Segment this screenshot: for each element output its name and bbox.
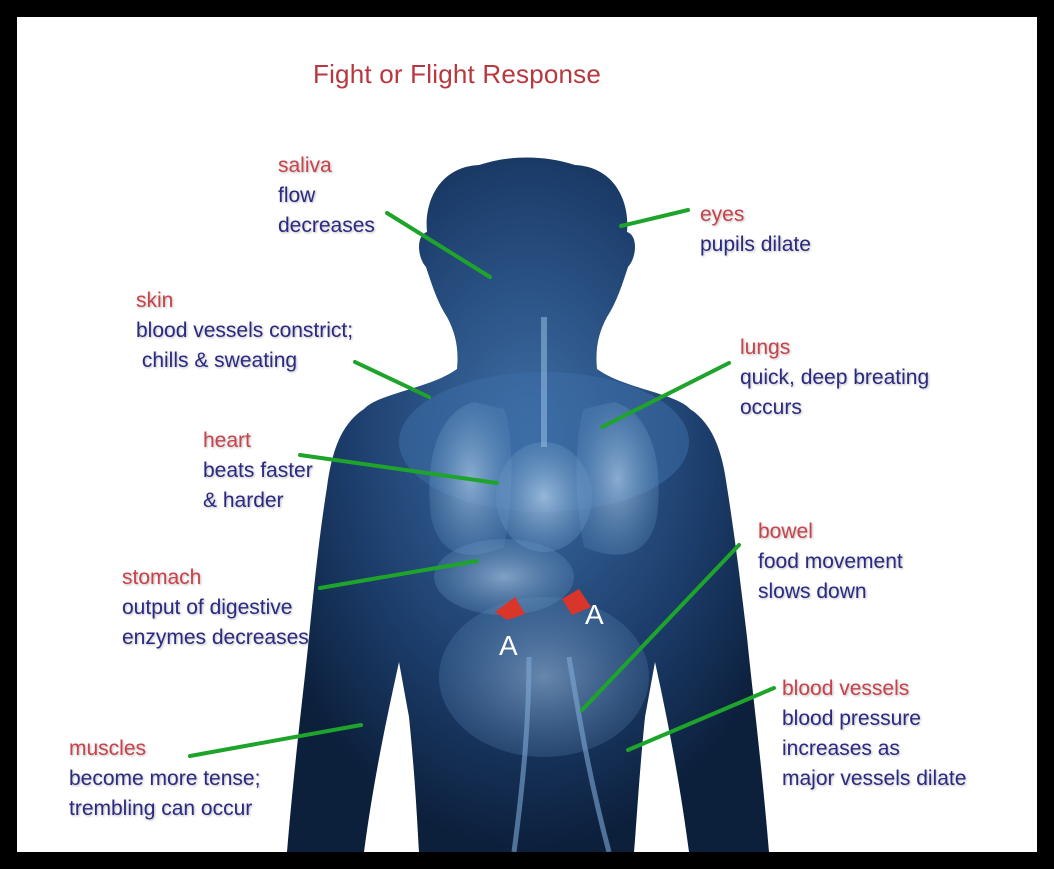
effect-line: trembling can occur bbox=[69, 794, 260, 824]
organ-name: stomach bbox=[122, 563, 309, 593]
organ-name: eyes bbox=[700, 200, 811, 230]
effect-line: output of digestive bbox=[122, 593, 309, 623]
effect-line: food movement bbox=[758, 547, 903, 577]
effect-line: slows down bbox=[758, 577, 903, 607]
label-stomach: stomach output of digestive enzymes decr… bbox=[122, 563, 309, 653]
effect-line: & harder bbox=[203, 486, 313, 516]
effect-line: blood vessels constrict; bbox=[136, 316, 353, 346]
organ-name: bowel bbox=[758, 517, 903, 547]
organ-name: muscles bbox=[69, 734, 260, 764]
organ-name: lungs bbox=[740, 333, 929, 363]
organ-name: heart bbox=[203, 426, 313, 456]
diagram-title: Fight or Flight Response bbox=[313, 59, 601, 90]
label-bowel: bowel food movement slows down bbox=[758, 517, 903, 607]
effect-line: beats faster bbox=[203, 456, 313, 486]
effect-line: decreases bbox=[278, 211, 375, 241]
leader-line-eyes bbox=[621, 210, 688, 226]
effect-line: become more tense; bbox=[69, 764, 260, 794]
organ-name: skin bbox=[136, 286, 353, 316]
label-blood-vessels: blood vessels blood pressure increases a… bbox=[782, 674, 966, 794]
gland-letter-left: A bbox=[499, 630, 518, 661]
label-eyes: eyes pupils dilate bbox=[700, 200, 811, 260]
diagram-panel: A A Fight or Flight Response saliva flow… bbox=[17, 17, 1037, 852]
label-heart: heart beats faster & harder bbox=[203, 426, 313, 516]
effect-line: enzymes decreases bbox=[122, 623, 309, 653]
gland-letter-right: A bbox=[585, 599, 604, 630]
effect-line: chills & sweating bbox=[136, 346, 353, 376]
label-saliva: saliva flow decreases bbox=[278, 151, 375, 241]
effect-line: increases as bbox=[782, 734, 966, 764]
effect-line: blood pressure bbox=[782, 704, 966, 734]
label-skin: skin blood vessels constrict; chills & s… bbox=[136, 286, 353, 376]
effect-line: quick, deep breating bbox=[740, 363, 929, 393]
leader-line-skin bbox=[355, 362, 429, 397]
effect-line: occurs bbox=[740, 393, 929, 423]
effect-line: pupils dilate bbox=[700, 230, 811, 260]
label-lungs: lungs quick, deep breating occurs bbox=[740, 333, 929, 423]
organ-name: blood vessels bbox=[782, 674, 966, 704]
effect-line: major vessels dilate bbox=[782, 764, 966, 794]
effect-line: flow bbox=[278, 181, 375, 211]
organ-name: saliva bbox=[278, 151, 375, 181]
label-muscles: muscles become more tense; trembling can… bbox=[69, 734, 260, 824]
